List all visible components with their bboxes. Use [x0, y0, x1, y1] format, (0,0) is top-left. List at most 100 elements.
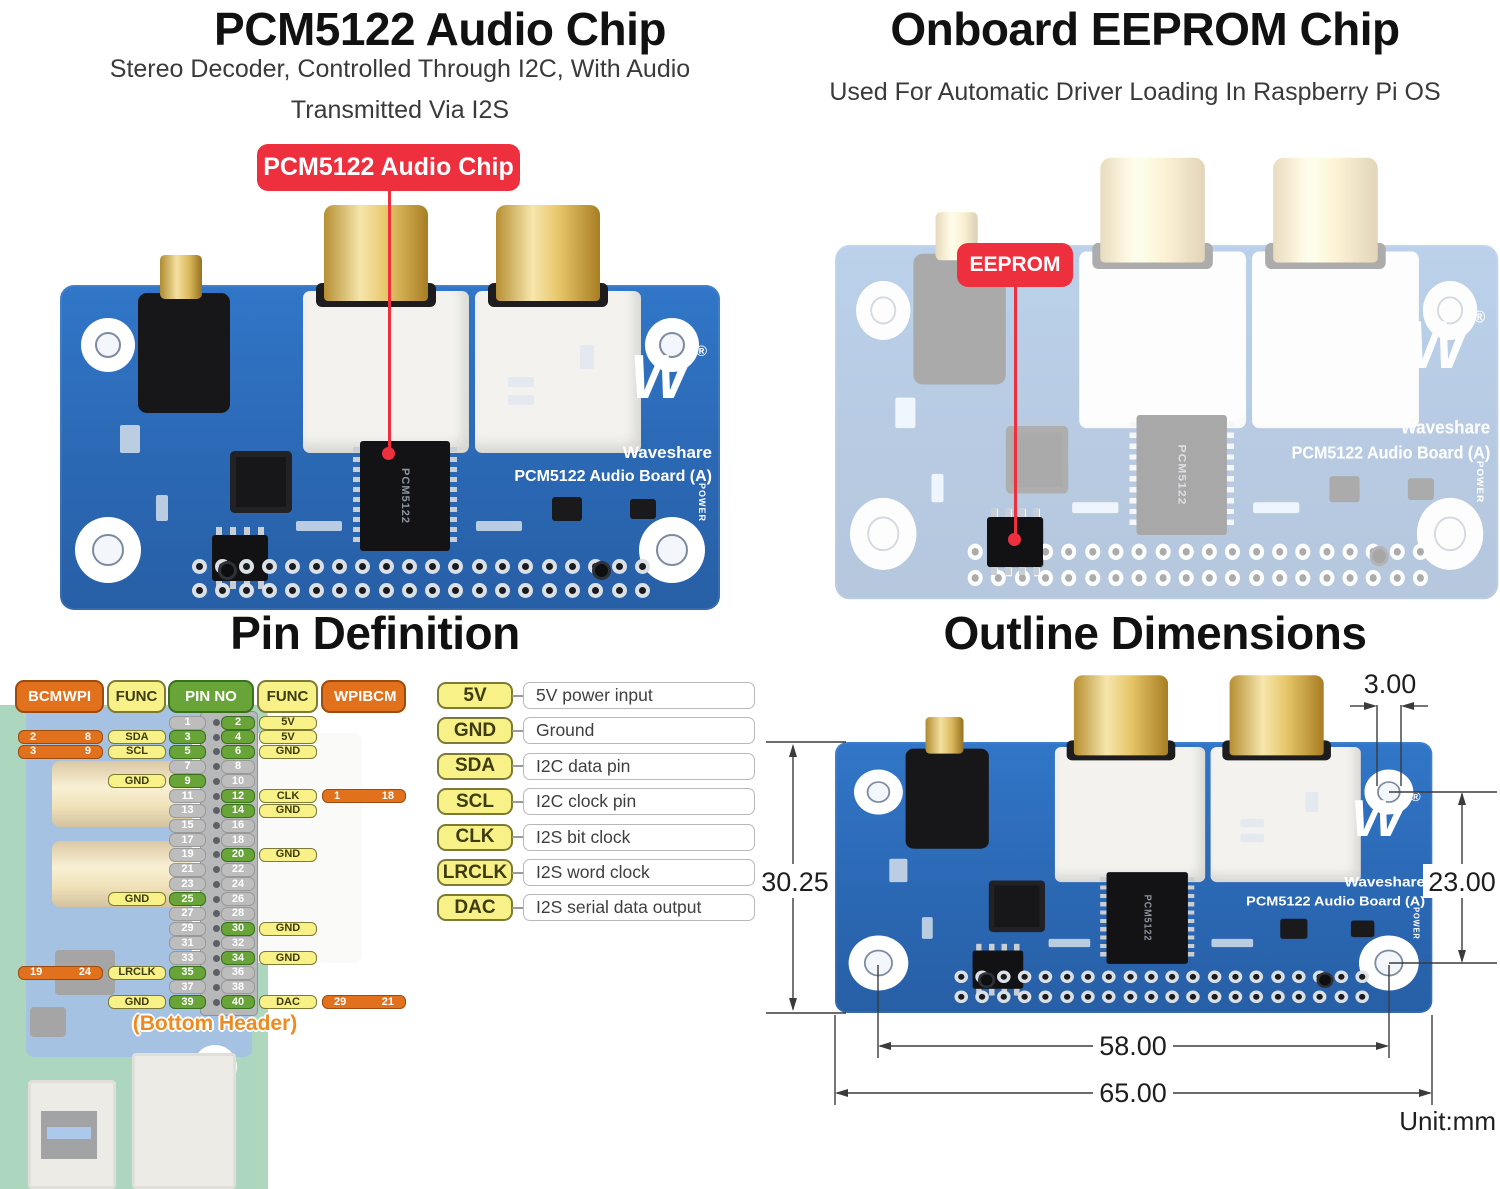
header-hole — [975, 990, 990, 1003]
bottom-header-note: (Bottom Header) — [132, 1012, 298, 1035]
pogo-pin-icon — [592, 561, 611, 580]
header-hole — [1102, 970, 1116, 983]
header-hole — [1389, 569, 1405, 586]
header-pin-dot — [213, 748, 220, 756]
regulator-chip — [1280, 918, 1308, 939]
eeprom-title: Onboard EEPROM Chip — [890, 3, 1400, 55]
pin-number-31: 31 — [169, 936, 206, 951]
rca-plug-left — [1100, 157, 1205, 263]
rca-connector-base-left — [303, 291, 469, 453]
pin-number-22: 22 — [221, 862, 255, 877]
audio-jack — [905, 748, 989, 849]
header-hole — [634, 558, 650, 574]
header-hole — [518, 558, 534, 574]
rca-connector-base-left — [1079, 251, 1247, 429]
dimension-58mm-label: 58.00 — [1099, 1031, 1167, 1061]
header-hole — [1248, 543, 1264, 560]
eeprom-subtitle: Used For Automatic Driver Loading In Ras… — [829, 78, 1441, 106]
ethernet-port — [132, 1053, 236, 1189]
header-hole — [1313, 990, 1327, 1003]
header-pin-dot — [213, 822, 220, 830]
header-hole — [1412, 569, 1428, 586]
header-pin-dot — [213, 866, 220, 874]
audio-chip-subtitle-line2: Transmitted Via I2S — [290, 96, 510, 124]
pin-number-2: 2 — [221, 715, 255, 730]
header-pin-dot — [213, 969, 220, 977]
mounting-hole-bottom-right — [639, 517, 705, 583]
header-hole — [378, 558, 394, 574]
header-hole — [1334, 970, 1348, 983]
header-hole — [1319, 543, 1335, 560]
header-hole — [1207, 970, 1222, 983]
pin-number-13: 13 — [169, 803, 206, 818]
audio-board-dimension-photo: PCM5122 W ® Waveshare PCM5122 Audio Boar… — [835, 675, 1433, 1014]
header-hole — [1038, 569, 1054, 586]
header-hole — [1270, 990, 1285, 1003]
header-hole — [1295, 569, 1311, 586]
header-hole — [1225, 543, 1241, 560]
header-pin-dot — [213, 925, 220, 933]
waveshare-logo-icon: W — [630, 343, 689, 412]
pin-function-label: GND — [108, 774, 166, 789]
mounting-hole-bottom-right — [1358, 935, 1419, 991]
legend-pin-label: 5V — [437, 682, 513, 709]
pin-number-3: 3 — [169, 730, 206, 745]
pcm5122-callout-label: PCM5122 Audio Chip — [257, 144, 520, 191]
header-pin-dot — [213, 807, 220, 815]
header-hole — [1060, 990, 1074, 1003]
pin-number-16: 16 — [221, 818, 255, 833]
header-hole — [285, 582, 301, 598]
header-hole — [425, 582, 441, 598]
header-hole — [634, 582, 650, 598]
legend-connector — [512, 836, 523, 839]
rca-connector-base-left — [1054, 747, 1206, 883]
header-hole — [967, 543, 983, 560]
rca-plug-right — [1229, 675, 1324, 756]
header-hole — [1178, 543, 1194, 560]
pin-number-23: 23 — [169, 877, 206, 892]
header-hole — [954, 990, 969, 1003]
pin-function-label: SDA — [108, 730, 166, 745]
header-pin-dot — [213, 763, 220, 771]
header-hole — [1342, 569, 1358, 586]
header-hole — [1201, 569, 1218, 586]
header-pin-dot — [213, 880, 220, 888]
waveshare-logo-icon: W — [1350, 790, 1404, 848]
header-hole — [1084, 543, 1100, 560]
pin-number-39: 39 — [169, 995, 206, 1010]
board-model-text: PCM5122 Audio Board (A) — [1246, 894, 1426, 909]
header-hole — [954, 970, 969, 983]
header-hole — [1081, 970, 1095, 983]
header-hole — [1165, 970, 1180, 983]
audio-chip-subtitle-line1: Stereo Decoder, Controlled Through I2C, … — [109, 55, 691, 83]
header-hole — [588, 582, 604, 598]
header-hole — [1017, 990, 1032, 1003]
brand-text: Waveshare — [1344, 873, 1426, 890]
pin-number-28: 28 — [221, 906, 255, 921]
rca-collar-left — [1092, 242, 1213, 269]
header-hole — [1060, 970, 1074, 983]
header-hole — [541, 558, 557, 574]
header-hole — [1342, 543, 1358, 560]
rca-plug-left — [1073, 675, 1169, 756]
pin-number-20: 20 — [221, 847, 255, 862]
rca-plug-left — [324, 205, 428, 301]
mounting-hole-top-right — [645, 318, 699, 372]
header-hole — [1144, 970, 1158, 983]
legend-pin-description: Ground — [523, 717, 755, 745]
header-pin-dot — [213, 792, 220, 800]
outline-dimensions-title: Outline Dimensions — [943, 607, 1367, 659]
pin-number-26: 26 — [221, 892, 255, 907]
power-chip — [1407, 478, 1434, 501]
header-pin-dot — [213, 836, 220, 844]
pcm5122-chip: PCM5122 — [353, 441, 457, 551]
header-hole — [1017, 970, 1032, 983]
mounting-hole-top-left — [856, 280, 911, 340]
rca-connector-base-right — [475, 291, 641, 453]
pin-number-21: 21 — [169, 862, 206, 877]
power-label: POWER — [1475, 460, 1486, 504]
